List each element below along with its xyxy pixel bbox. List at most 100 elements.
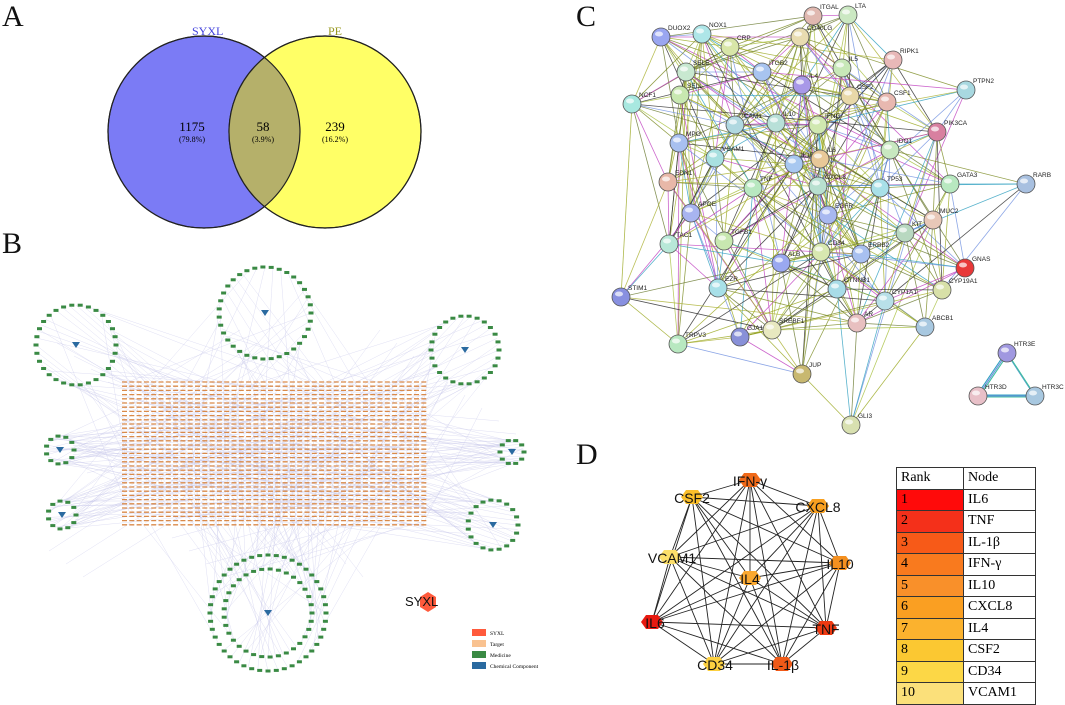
- rank-cell: 2: [896, 510, 964, 533]
- hub-node: IL4: [739, 571, 761, 587]
- syxl-label: SYXL: [405, 594, 438, 609]
- ppi-node-label: CSF1: [894, 90, 911, 97]
- hub-node-label: CXCL8: [795, 499, 840, 515]
- ppi-node-gnas: GNAS: [955, 256, 991, 278]
- ppi-node-label: HTR3E: [1014, 341, 1036, 348]
- ppi-node-crp: CRP: [720, 35, 751, 57]
- ppi-node-cyp19a1: CYP19A1: [932, 278, 978, 300]
- ppi-node-stim1: STIM1: [611, 285, 648, 307]
- ppi-node-label: LTA: [855, 3, 867, 10]
- ppi-node-label: AR: [864, 311, 873, 318]
- venn-diagram: SYXL PE 1175 (79.8%) 58 (3.9%) 239 (16.2…: [107, 24, 422, 229]
- ppi-node-il6: IL6: [810, 147, 836, 169]
- hub-node: CD34: [697, 657, 733, 673]
- ppi-node-il10: IL10: [766, 111, 796, 133]
- hub-node: TNF: [812, 621, 840, 637]
- ppi-node-label: APOE: [698, 201, 717, 208]
- ppi-node-htr3d: HTR3D: [968, 384, 1007, 406]
- ppi-node-label: TAC1: [676, 232, 693, 239]
- ppi-node-tnf: TNF: [743, 176, 773, 198]
- ppi-node-itgb2: ITGB2: [752, 60, 788, 82]
- node-cell: VCAM1: [963, 682, 1036, 705]
- legend-syxl: SYXL: [490, 631, 505, 637]
- hub-node: IL10: [826, 556, 854, 572]
- ppi-node-label: IL5: [849, 56, 858, 63]
- ppi-node-alb: ALB: [771, 251, 800, 273]
- hub-node: IFN-γ: [733, 473, 767, 489]
- ppi-node-ifng: IFNG: [808, 113, 841, 135]
- ppi-node-label: RIPK1: [900, 48, 919, 55]
- ppi-node-pik3ca: PIK3CA: [927, 120, 968, 142]
- ppi-node-ar: AR: [847, 311, 873, 333]
- ppi-node-jup: JUP: [792, 362, 821, 384]
- ppi-node-lta: LTA: [838, 3, 867, 25]
- panel-label-d: D: [576, 438, 598, 471]
- ppi-node-rarb: RARB: [1016, 172, 1051, 194]
- ppi-node-label: RARB: [1033, 172, 1051, 179]
- rank-cell: 4: [896, 553, 964, 576]
- panel-label-a: A: [2, 0, 24, 33]
- ppi-node-label: CD34: [828, 240, 845, 247]
- ppi-node-srebf1: SREBF1: [762, 318, 805, 340]
- syxl-node: SYXL: [405, 592, 438, 612]
- ppi-node-label: NOX1: [709, 22, 727, 29]
- hub-node-label: IFN-γ: [733, 473, 767, 489]
- rank-cell: 1: [896, 488, 964, 511]
- ppi-node-il5: IL5: [832, 56, 858, 78]
- legend-target: Target: [490, 642, 504, 648]
- node-cell: TNF: [963, 510, 1036, 533]
- ppi-node-tp53: TP53: [870, 176, 903, 198]
- rank-cell: 7: [896, 617, 964, 640]
- ppi-node-il1b: IL1B: [784, 152, 814, 174]
- ppi-node-label: IL1B: [801, 152, 814, 159]
- ppi-node-cxcl8: CXCL8: [808, 174, 846, 196]
- panel-label-b: B: [2, 227, 23, 260]
- ppi-node-label: IDO1: [897, 138, 913, 145]
- ppi-node-label: SELL: [687, 83, 703, 90]
- ppi-node-label: IL10: [783, 111, 796, 118]
- hub-gene-network: IFN-γCXCL8IL10TNFIL-1βCD34IL6VCAM1CSF2IL…: [641, 473, 854, 673]
- ppi-node-label: CYP1A1: [892, 289, 917, 296]
- ppi-node-gli3: GLI3: [841, 413, 872, 435]
- ppi-node-trpv3: TRPV3: [668, 332, 706, 354]
- legend-medicine: Medicine: [490, 653, 511, 659]
- rank-cell: 9: [896, 660, 964, 683]
- ppi-node-abcb1: ABCB1: [915, 315, 954, 337]
- ppi-node-duox2: DUOX2: [651, 25, 691, 47]
- ppi-node-nox1: NOX1: [692, 22, 727, 44]
- ppi-node-label: CRP: [737, 35, 751, 42]
- ppi-node-edn1: EDN1: [658, 170, 693, 192]
- ppi-node-label: CYP19A1: [949, 278, 978, 285]
- hub-node-label: IL4: [740, 571, 760, 587]
- venn-left-count: 1175: [179, 119, 205, 134]
- hub-node: CXCL8: [795, 499, 841, 515]
- ppi-node-mpo: MPO: [669, 131, 701, 153]
- ppi-node-tgfb1: TGFB1: [714, 229, 752, 251]
- ppi-node-gja1: GJA1: [730, 325, 764, 347]
- ppi-node-label: MPO: [686, 131, 701, 138]
- table-header-row: Rank Node: [896, 467, 1036, 490]
- ppi-node-label: SREBF1: [779, 318, 805, 325]
- ppi-node-label: PTPN2: [973, 78, 994, 85]
- ppi-node-muc2: MUC2: [923, 208, 959, 230]
- ppi-node-label: GNAS: [972, 256, 991, 263]
- ppi-node-label: ITGB2: [769, 60, 788, 67]
- node-cell: CXCL8: [963, 596, 1036, 619]
- ppi-node-label: IFNG: [825, 113, 841, 120]
- ppi-node-kit: KIT: [895, 221, 922, 243]
- panel-label-c: C: [576, 0, 597, 33]
- ppi-node-cyp1a1: CYP1A1: [875, 289, 917, 311]
- node-cell: CSF2: [963, 639, 1036, 662]
- hub-nodes: IFN-γCXCL8IL10TNFIL-1βCD34IL6VCAM1CSF2IL…: [641, 473, 854, 673]
- ppi-node-label: STIM1: [628, 285, 648, 292]
- venn-center-count: 58: [257, 119, 270, 134]
- node-cell: IL10: [963, 574, 1036, 597]
- network-legend: SYXL Target Medicine Chemical Component: [472, 629, 539, 670]
